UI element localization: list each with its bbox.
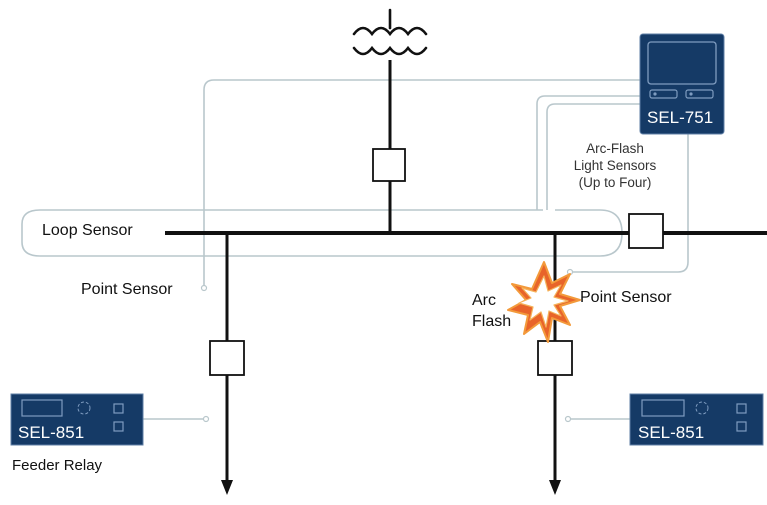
light-sensors-caption-line2: Light Sensors bbox=[573, 158, 657, 173]
sel-751-screen bbox=[647, 41, 717, 85]
light-sensor-fiber-1 bbox=[536, 95, 645, 210]
main-breaker bbox=[372, 148, 406, 182]
point-sensor-right-fiber bbox=[570, 122, 689, 273]
light-sensors-caption-line3: (Up to Four) bbox=[578, 175, 652, 190]
right-relay-ct-dot bbox=[564, 415, 572, 423]
sel-751-relay[interactable] bbox=[639, 33, 725, 135]
sel-851-right-name: SEL-851 bbox=[638, 423, 705, 442]
arc-flash-icon bbox=[507, 261, 581, 343]
right-feeder-arrow-icon bbox=[549, 480, 561, 495]
sel-851-left-name: SEL-851 bbox=[18, 423, 85, 442]
feeder-relay-caption: Feeder Relay bbox=[12, 457, 103, 474]
loop-sensor-label: Loop Sensor bbox=[42, 222, 133, 239]
right-feeder-breaker bbox=[537, 340, 573, 376]
transformer-icon bbox=[352, 8, 428, 56]
sel-851-right-relay[interactable] bbox=[629, 393, 764, 446]
bus-tie-breaker bbox=[628, 213, 664, 249]
left-feeder-breaker bbox=[209, 340, 245, 376]
loop-sensor-fiber bbox=[21, 209, 623, 257]
sel-751-button-right bbox=[685, 89, 714, 99]
sel-851-left-relay[interactable] bbox=[10, 393, 144, 446]
sel-751-button-left bbox=[649, 89, 678, 99]
arc-flash-label-line2: Flash bbox=[472, 313, 512, 330]
point-sensor-left-dot bbox=[200, 284, 208, 292]
light-sensors-caption-line1: Arc-Flash bbox=[586, 141, 644, 156]
left-relay-ct-dot bbox=[202, 415, 210, 423]
arc-flash-label-line1: Arc bbox=[472, 292, 496, 309]
point-sensor-left-fiber bbox=[203, 79, 645, 288]
sel-751-name: SEL-751 bbox=[647, 108, 714, 127]
sensor-fibers bbox=[21, 79, 689, 420]
light-sensor-fiber-2 bbox=[546, 103, 645, 210]
light-sensors-caption: Arc-Flash Light Sensors (Up to Four) bbox=[555, 140, 675, 191]
left-feeder-arrow-icon bbox=[221, 480, 233, 495]
point-sensor-left-label: Point Sensor bbox=[81, 281, 173, 298]
point-sensor-right-label: Point Sensor bbox=[580, 289, 672, 306]
